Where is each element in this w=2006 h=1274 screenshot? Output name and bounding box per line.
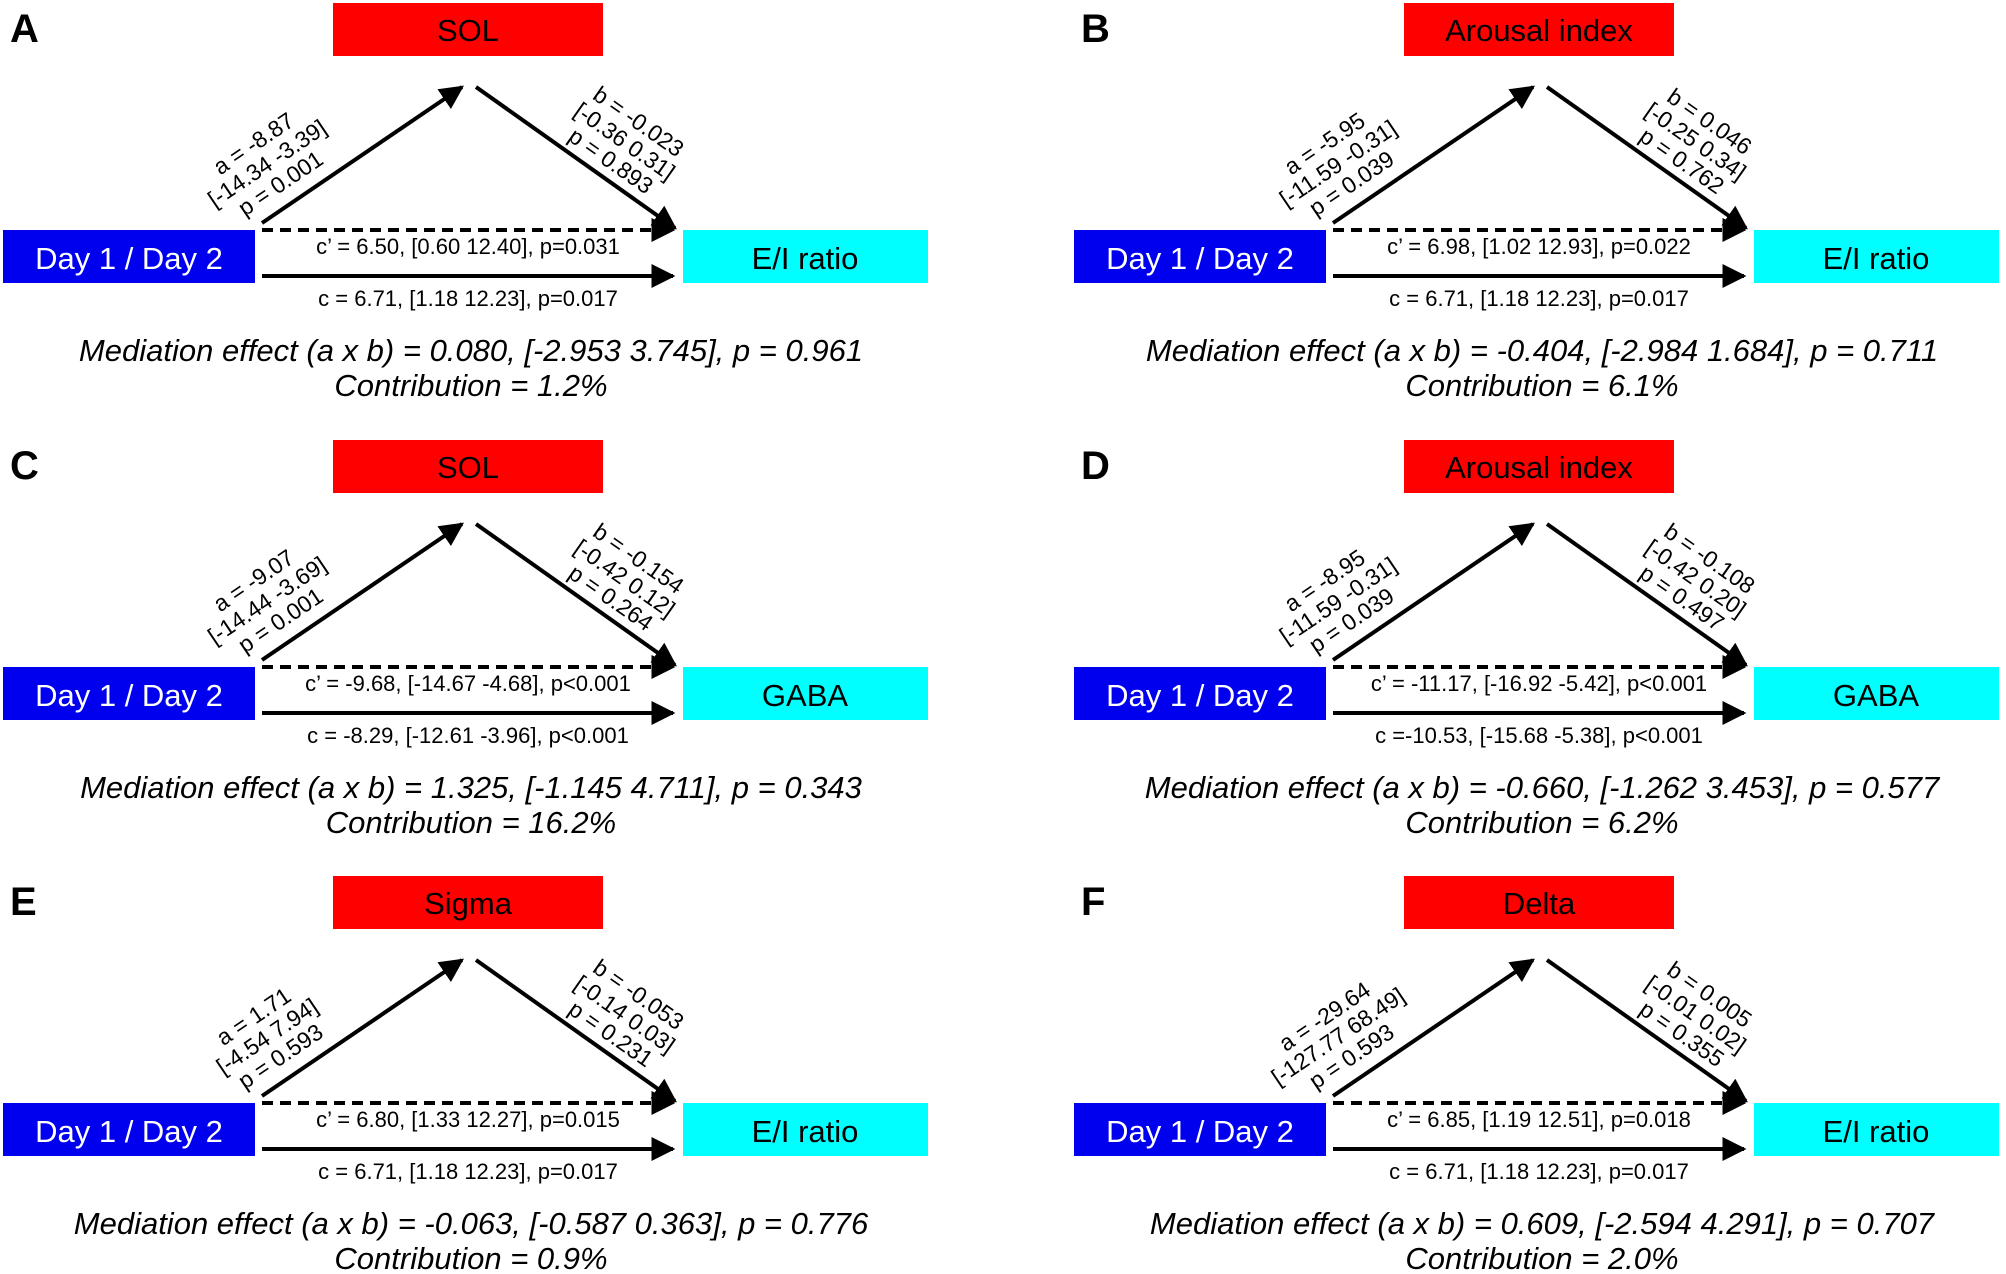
mediation-effect: Mediation effect (a x b) = 0.609, [-2.59… bbox=[1150, 1206, 1936, 1241]
independent-variable-label: Day 1 / Day 2 bbox=[35, 241, 223, 276]
dependent-variable-label: E/I ratio bbox=[752, 241, 859, 276]
path-a-stats: a = -5.95[-11.59 -0.31]p = 0.039 bbox=[1275, 107, 1402, 221]
dependent-variable-label: GABA bbox=[762, 678, 848, 713]
mediation-panel-a: A SOL Day 1 / Day 2 E/I ratio a = -8.87[-14.… bbox=[3, 3, 928, 403]
path-a-stats: a = -9.07[-14.44 -3.69]p = 0.001 bbox=[203, 544, 331, 658]
panel-letter: E bbox=[10, 880, 37, 924]
mediator-label: Sigma bbox=[424, 886, 513, 921]
path-c-stats: c = 6.71, [1.18 12.23], p=0.017 bbox=[318, 286, 618, 311]
path-a-stats: a = -8.95[-11.59 -0.31]p = 0.039 bbox=[1275, 544, 1402, 658]
path-c-stats: c = 6.71, [1.18 12.23], p=0.017 bbox=[1389, 1159, 1689, 1184]
path-a-arrow bbox=[1331, 85, 1535, 225]
independent-variable-box bbox=[1074, 1103, 1326, 1156]
mediator-label: SOL bbox=[437, 13, 499, 48]
path-b-stats: b = 0.005[-0.01 0.02]p = 0.355 bbox=[1635, 956, 1757, 1072]
contribution: Contribution = 2.0% bbox=[1405, 1241, 1678, 1274]
path-b-arrow bbox=[474, 522, 677, 667]
path-a-arrow bbox=[260, 522, 464, 662]
independent-variable-box bbox=[1074, 230, 1326, 283]
mediator-label: Arousal index bbox=[1445, 450, 1633, 485]
mediator-box bbox=[1404, 440, 1674, 493]
mediator-box bbox=[333, 876, 603, 929]
path-b-stats: b = -0.023[-0.36 0.31]p = 0.893 bbox=[564, 81, 689, 199]
independent-variable-box bbox=[1074, 667, 1326, 720]
panel-letter: C bbox=[10, 444, 39, 488]
path-c-stats: c = 6.71, [1.18 12.23], p=0.017 bbox=[1389, 286, 1689, 311]
contribution: Contribution = 6.1% bbox=[1405, 368, 1678, 403]
contribution: Contribution = 1.2% bbox=[334, 368, 607, 403]
mediation-effect: Mediation effect (a x b) = -0.404, [-2.9… bbox=[1146, 333, 1938, 368]
path-b-stats: b = -0.108[-0.42 0.20]p = 0.497 bbox=[1635, 518, 1760, 636]
panel-letter: D bbox=[1081, 444, 1110, 488]
mediator-label: Arousal index bbox=[1445, 13, 1633, 48]
path-c-prime-stats: c’ = 6.85, [1.19 12.51], p=0.018 bbox=[1387, 1107, 1691, 1132]
contribution: Contribution = 6.2% bbox=[1405, 805, 1678, 840]
path-a-stats: a = -8.87[-14.34 -3.39]p = 0.001 bbox=[203, 107, 331, 221]
dependent-variable-label: GABA bbox=[1833, 678, 1919, 713]
path-a-arrow bbox=[1331, 958, 1535, 1098]
independent-variable-box bbox=[3, 230, 255, 283]
panel-letter: F bbox=[1081, 880, 1105, 924]
independent-variable-label: Day 1 / Day 2 bbox=[1106, 678, 1294, 713]
path-a-stats: a = 1.71[-4.54 7.94]p = 0.593 bbox=[211, 982, 327, 1094]
path-b-arrow bbox=[1545, 522, 1748, 667]
dependent-variable-box bbox=[683, 667, 928, 720]
path-c-prime-stats: c’ = 6.98, [1.02 12.93], p=0.022 bbox=[1387, 234, 1691, 259]
dependent-variable-label: E/I ratio bbox=[1823, 1114, 1930, 1149]
independent-variable-label: Day 1 / Day 2 bbox=[1106, 241, 1294, 276]
mediator-box bbox=[333, 440, 603, 493]
mediation-panel-c: C SOL Day 1 / Day 2 GABA a = -9.07[-14.44 -3… bbox=[3, 440, 928, 840]
path-b-arrow bbox=[1545, 85, 1748, 230]
independent-variable-label: Day 1 / Day 2 bbox=[35, 678, 223, 713]
mediator-label: Delta bbox=[1503, 886, 1576, 921]
independent-variable-box bbox=[3, 667, 255, 720]
mediation-effect: Mediation effect (a x b) = 0.080, [-2.95… bbox=[79, 333, 863, 368]
dependent-variable-label: E/I ratio bbox=[752, 1114, 859, 1149]
dependent-variable-box bbox=[1754, 230, 1999, 283]
path-b-arrow bbox=[474, 85, 677, 230]
dependent-variable-box bbox=[683, 1103, 928, 1156]
path-b-stats: b = -0.154[-0.42 0.12]p = 0.264 bbox=[564, 518, 689, 636]
path-c-prime-stats: c’ = -11.17, [-16.92 -5.42], p<0.001 bbox=[1371, 671, 1707, 696]
path-a-stats: a = -29.64[-127.77 68.49]p = 0.593 bbox=[1267, 976, 1410, 1094]
path-c-prime-stats: c’ = 6.80, [1.33 12.27], p=0.015 bbox=[316, 1107, 620, 1132]
path-b-arrow bbox=[1545, 958, 1748, 1103]
path-c-stats: c =-10.53, [-15.68 -5.38], p<0.001 bbox=[1375, 723, 1703, 748]
path-a-arrow bbox=[1331, 522, 1535, 662]
path-c-prime-stats: c’ = -9.68, [-14.67 -4.68], p<0.001 bbox=[305, 671, 631, 696]
mediator-box bbox=[1404, 3, 1674, 56]
path-b-arrow bbox=[474, 958, 677, 1103]
path-a-arrow bbox=[260, 958, 464, 1098]
path-a-arrow bbox=[260, 85, 464, 225]
dependent-variable-box bbox=[1754, 667, 1999, 720]
mediation-effect: Mediation effect (a x b) = -0.063, [-0.5… bbox=[74, 1206, 869, 1241]
path-c-stats: c = 6.71, [1.18 12.23], p=0.017 bbox=[318, 1159, 618, 1184]
panel-letter: A bbox=[10, 7, 39, 51]
dependent-variable-box bbox=[1754, 1103, 1999, 1156]
mediation-effect: Mediation effect (a x b) = -0.660, [-1.2… bbox=[1145, 770, 1941, 805]
mediator-label: SOL bbox=[437, 450, 499, 485]
path-b-stats: b = 0.046[-0.25 0.34]p = 0.762 bbox=[1635, 83, 1757, 199]
mediator-box bbox=[1404, 876, 1674, 929]
dependent-variable-box bbox=[683, 230, 928, 283]
dependent-variable-label: E/I ratio bbox=[1823, 241, 1930, 276]
independent-variable-label: Day 1 / Day 2 bbox=[1106, 1114, 1294, 1149]
path-c-stats: c = -8.29, [-12.61 -3.96], p<0.001 bbox=[307, 723, 629, 748]
independent-variable-box bbox=[3, 1103, 255, 1156]
independent-variable-label: Day 1 / Day 2 bbox=[35, 1114, 223, 1149]
path-b-stats: b = -0.053[-0.14 0.03]p = 0.231 bbox=[564, 954, 689, 1072]
panel-letter: B bbox=[1081, 7, 1110, 51]
contribution: Contribution = 16.2% bbox=[326, 805, 616, 840]
contribution: Contribution = 0.9% bbox=[334, 1241, 607, 1274]
mediator-box bbox=[333, 3, 603, 56]
mediation-effect: Mediation effect (a x b) = 1.325, [-1.14… bbox=[80, 770, 862, 805]
path-c-prime-stats: c’ = 6.50, [0.60 12.40], p=0.031 bbox=[316, 234, 620, 259]
